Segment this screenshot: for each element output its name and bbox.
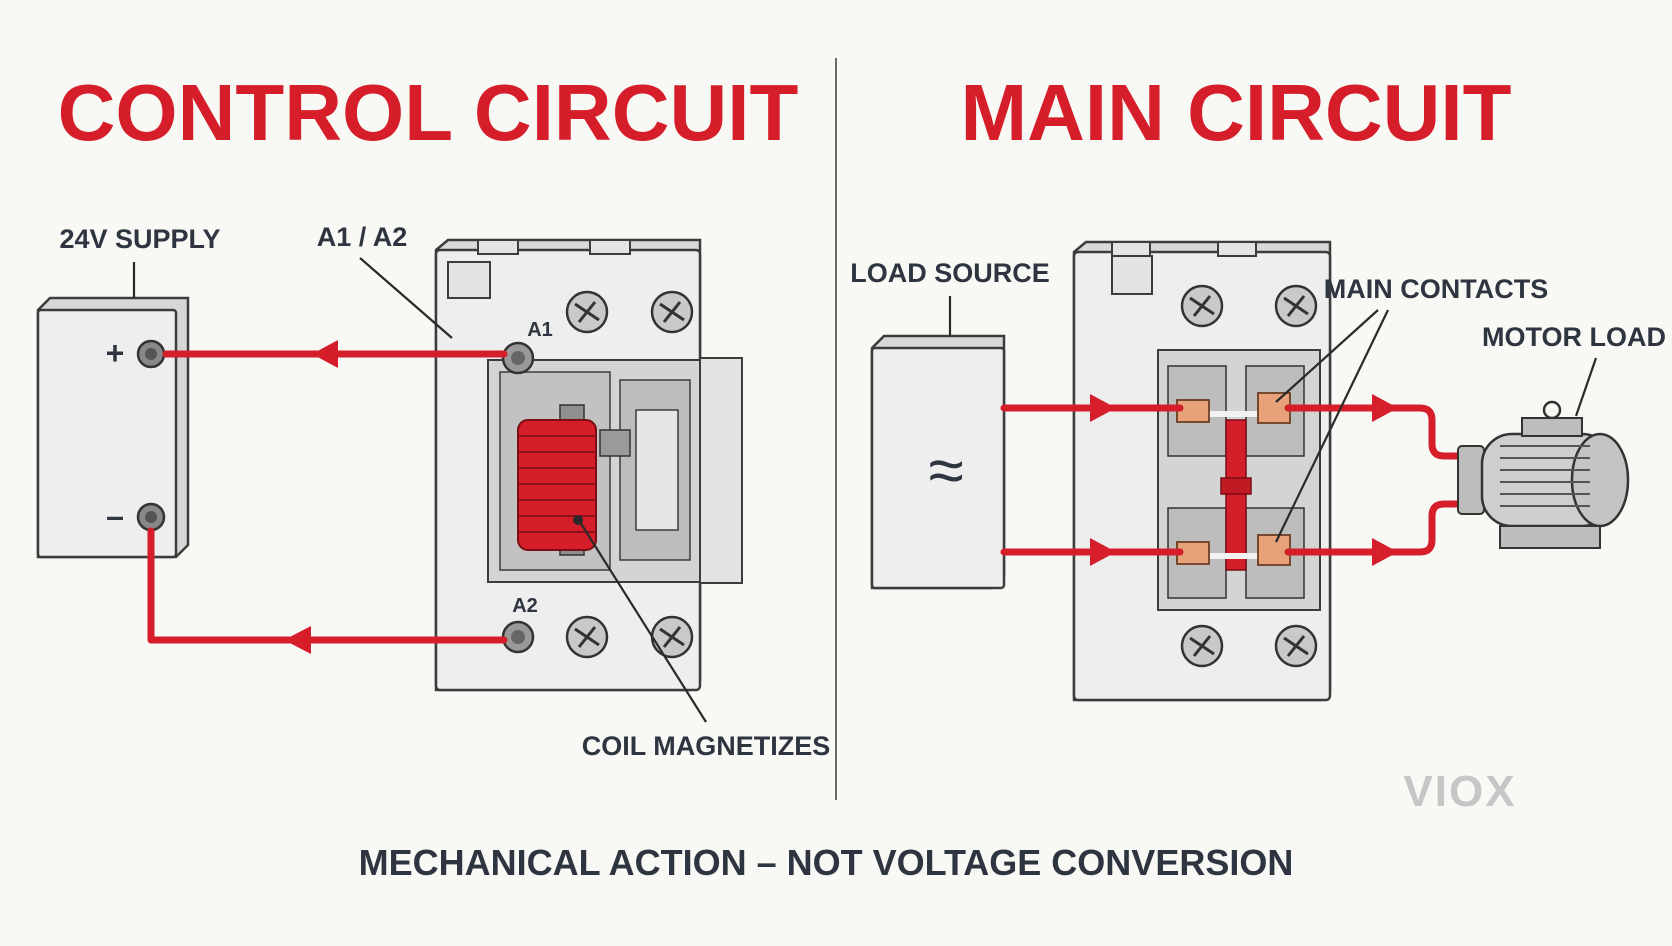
arrow-in-bottom — [1090, 538, 1116, 566]
main-contacts-leader-bottom — [1275, 309, 1389, 543]
coil-leader — [579, 521, 707, 723]
supply-negative-terminal-core — [145, 511, 157, 523]
load-source-box — [870, 334, 1006, 590]
a2-terminal-label: A2 — [512, 595, 538, 617]
load-source-label: LOAD SOURCE — [850, 258, 1050, 288]
arrow-negative-1 — [284, 626, 311, 654]
main-contacts-leader-top — [1275, 309, 1379, 403]
footer-caption: MECHANICAL ACTION – NOT VOLTAGE CONVERSI… — [359, 842, 1294, 883]
main-contactor — [1072, 240, 1332, 702]
coil — [517, 419, 597, 551]
supply-label: 24V SUPPLY — [59, 224, 220, 254]
minus-terminal-sign: – — [106, 498, 124, 534]
control-circuit-title: CONTROL CIRCUIT — [58, 68, 799, 157]
main-wire-out-bottom — [1284, 500, 1474, 556]
motor — [1457, 400, 1630, 549]
arrow-in-top — [1090, 394, 1116, 422]
main-contacts-label: MAIN CONTACTS — [1324, 274, 1548, 304]
control-wire-negative — [147, 527, 508, 644]
a1-terminal-label: A1 — [527, 319, 553, 341]
a1-a2-leader — [359, 257, 453, 339]
arrow-positive-1 — [312, 340, 338, 368]
motor-load-leader — [1574, 357, 1598, 417]
ac-source-symbol: ≈ — [928, 434, 963, 506]
brand-logo: VIOX — [1403, 767, 1516, 816]
supply-positive-terminal-core — [145, 348, 157, 360]
a2-terminal-core — [511, 630, 525, 644]
coil-label: COIL MAGNETIZES — [582, 731, 831, 761]
motor-load-label: MOTOR LOAD — [1482, 322, 1666, 352]
plus-terminal-sign: + — [106, 335, 125, 371]
arrow-out-bottom — [1372, 538, 1398, 566]
main-wire-out-top — [1284, 404, 1474, 460]
a1-terminal-core — [511, 351, 525, 365]
arrow-out-top — [1372, 394, 1398, 422]
a1-a2-label: A1 / A2 — [317, 222, 408, 252]
main-circuit-title: MAIN CIRCUIT — [960, 68, 1511, 157]
